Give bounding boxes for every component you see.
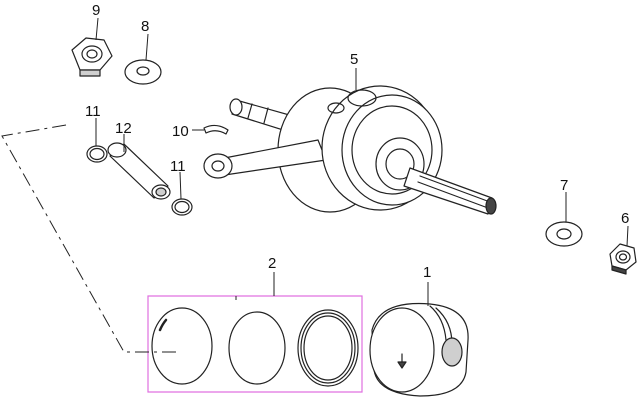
part-6-nut: [609, 243, 637, 275]
callout-10: 10: [172, 123, 189, 140]
part-1-piston: [369, 302, 469, 397]
callout-5: 5: [350, 51, 358, 68]
callout-11-lower: 11: [170, 158, 186, 175]
part-11-circlip-lower: [171, 198, 193, 216]
part-10-key: [203, 124, 229, 135]
ring-3: [297, 309, 359, 387]
ring-2: [228, 311, 286, 385]
part-8-washer: [124, 59, 162, 85]
part-12-piston-pin: [107, 142, 171, 200]
part-5-crankshaft: [203, 85, 497, 215]
callout-11-upper: 11: [85, 103, 101, 120]
part-2-ring-set: [147, 295, 363, 393]
part-11-circlip-upper: [86, 145, 108, 163]
part-9-nut: [71, 37, 113, 77]
callout-8: 8: [141, 18, 149, 35]
callout-9: 9: [92, 2, 100, 19]
part-7-washer: [545, 221, 583, 247]
callout-6: 6: [621, 210, 629, 227]
callout-2: 2: [268, 255, 276, 272]
alignment-dash-line: [1, 124, 176, 353]
callout-7: 7: [560, 177, 568, 194]
callout-1: 1: [423, 264, 431, 281]
callout-12: 12: [115, 120, 132, 137]
ring-1: [151, 307, 213, 385]
